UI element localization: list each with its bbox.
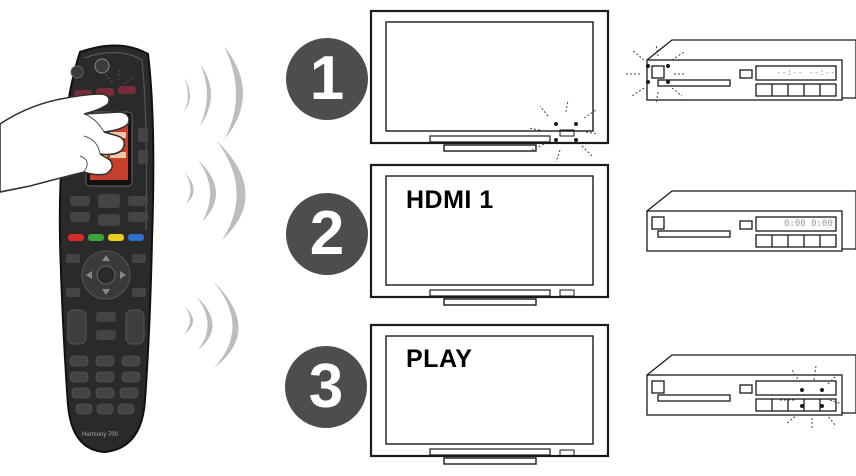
player-1 bbox=[646, 39, 856, 101]
signal-waves-3 bbox=[184, 280, 239, 368]
player-3-play-sparkle bbox=[780, 365, 843, 430]
tv-1 bbox=[369, 9, 610, 152]
step-2-badge bbox=[286, 193, 368, 275]
remote-yellow-button bbox=[108, 234, 124, 241]
remote-power-button bbox=[70, 65, 84, 79]
step-3-number: 3 bbox=[308, 352, 344, 421]
tv-1-power-sparkle bbox=[527, 99, 599, 163]
remote-green-button bbox=[88, 234, 104, 241]
signal-waves-2 bbox=[184, 140, 246, 240]
player-1-power-sparkle bbox=[626, 43, 686, 105]
logitech-logo-icon bbox=[94, 58, 110, 74]
player-3 bbox=[646, 354, 856, 416]
signal-waves-1 bbox=[184, 46, 243, 140]
remote-model-text: Harmony 700 bbox=[82, 432, 119, 438]
step-2-number: 2 bbox=[309, 199, 345, 268]
step-1-number: 1 bbox=[309, 44, 345, 113]
remote-blue-button bbox=[128, 234, 144, 241]
step-1-badge bbox=[286, 38, 368, 120]
remote-red-button bbox=[68, 234, 84, 241]
tv-2 bbox=[369, 163, 610, 306]
tv-3 bbox=[369, 323, 610, 465]
tv-3-screen-text: PLAY bbox=[406, 345, 473, 373]
tv-2-screen-text: HDMI 1 bbox=[406, 186, 494, 214]
player-1-display: --:-- --:-- bbox=[776, 68, 836, 78]
step-3-badge bbox=[285, 346, 367, 428]
hand-pressing-remote bbox=[0, 67, 135, 193]
player-2-display: 0:00 0:00 bbox=[784, 219, 833, 229]
player-2 bbox=[646, 190, 856, 252]
